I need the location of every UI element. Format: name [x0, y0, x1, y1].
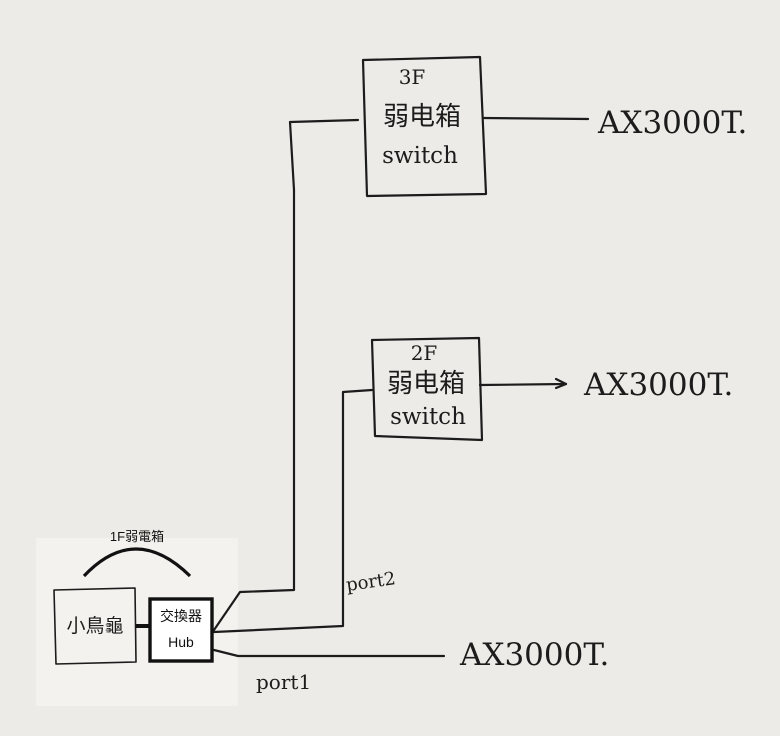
floor1-arc: [82, 547, 192, 578]
port1-label: port1: [256, 670, 311, 694]
link-hub-2f: [212, 388, 374, 634]
ap1-label: AX3000T.: [459, 637, 609, 673]
floor2-device: switch: [390, 404, 466, 430]
floor2-box: [370, 336, 484, 442]
floor2-box-label: 弱电箱: [387, 369, 465, 399]
ap3-label: AX3000T.: [597, 105, 747, 141]
arrow-2f-ap: [554, 377, 568, 390]
hub-box: [148, 597, 214, 663]
link-hub-ap1: [212, 648, 446, 658]
link-2f-ap: [478, 382, 568, 387]
link-hub-3f: [212, 118, 360, 632]
floor3-box: [361, 55, 488, 198]
port2-label: port2: [345, 568, 397, 596]
ap2-label: AX3000T.: [583, 367, 733, 403]
hub-label-en: Hub: [168, 634, 194, 650]
floor3-device: switch: [382, 143, 458, 169]
floor1-label: 1F弱電箱: [110, 529, 164, 544]
hub-label-cn: 交換器: [160, 608, 202, 624]
modem-label: 小鳥龜: [66, 615, 123, 637]
floor2-title: 2F: [411, 341, 438, 365]
floor3-box-label: 弱电箱: [383, 102, 461, 132]
floor3-title: 3F: [399, 65, 426, 89]
link-3f-ap: [482, 116, 590, 121]
modem-box: [53, 587, 137, 665]
